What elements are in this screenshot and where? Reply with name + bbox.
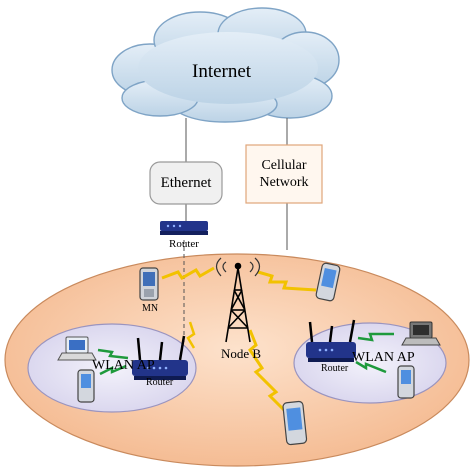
wifi-beam-left-laptop bbox=[97, 348, 129, 360]
phone-icon-bottom bbox=[282, 400, 308, 446]
wifi-beam-left-phone bbox=[99, 364, 127, 376]
internet-label: Internet bbox=[192, 61, 252, 82]
router-icon-top bbox=[160, 221, 208, 235]
lightning-link-left bbox=[161, 266, 215, 280]
laptop-icon-left bbox=[57, 336, 97, 361]
wlan-ap-left-label: WLAN AP bbox=[92, 358, 155, 373]
phone-icon-right-wlan bbox=[397, 365, 415, 399]
node-b-label: Node B bbox=[221, 346, 262, 361]
lightning-link-bottom bbox=[248, 329, 286, 412]
phone-icon-left-wlan bbox=[77, 369, 95, 403]
lightning-link-right bbox=[257, 270, 317, 292]
mobile-node-mn-icon bbox=[139, 267, 159, 301]
router-left-label: Router bbox=[146, 377, 174, 388]
cellular-label-line1: Cellular bbox=[261, 158, 307, 173]
cellular-network-box bbox=[245, 144, 323, 204]
laptop-icon-right bbox=[401, 321, 441, 346]
wlan-ap-right-label: WLAN AP bbox=[352, 350, 415, 365]
ethernet-label: Ethernet bbox=[160, 174, 212, 191]
wlan-router-right-icon bbox=[306, 319, 356, 362]
lightning-link-left-wlan bbox=[186, 321, 196, 349]
cellular-label-line2: Network bbox=[259, 175, 309, 190]
wlan-router-left-icon bbox=[132, 335, 188, 380]
internet-cloud bbox=[111, 7, 340, 123]
cellular-coverage-area bbox=[4, 253, 470, 467]
mn-label: MN bbox=[142, 303, 159, 314]
wifi-beam-right-laptop bbox=[357, 332, 394, 342]
phone-icon-top-right bbox=[315, 262, 341, 302]
ethernet-box bbox=[149, 161, 223, 205]
router-top-label: Router bbox=[169, 238, 199, 250]
cellular-network-label: Cellular Network bbox=[246, 145, 322, 203]
router-right-label: Router bbox=[321, 363, 349, 374]
wifi-beam-right-phone bbox=[355, 360, 387, 374]
node-b-tower-icon bbox=[215, 257, 261, 343]
